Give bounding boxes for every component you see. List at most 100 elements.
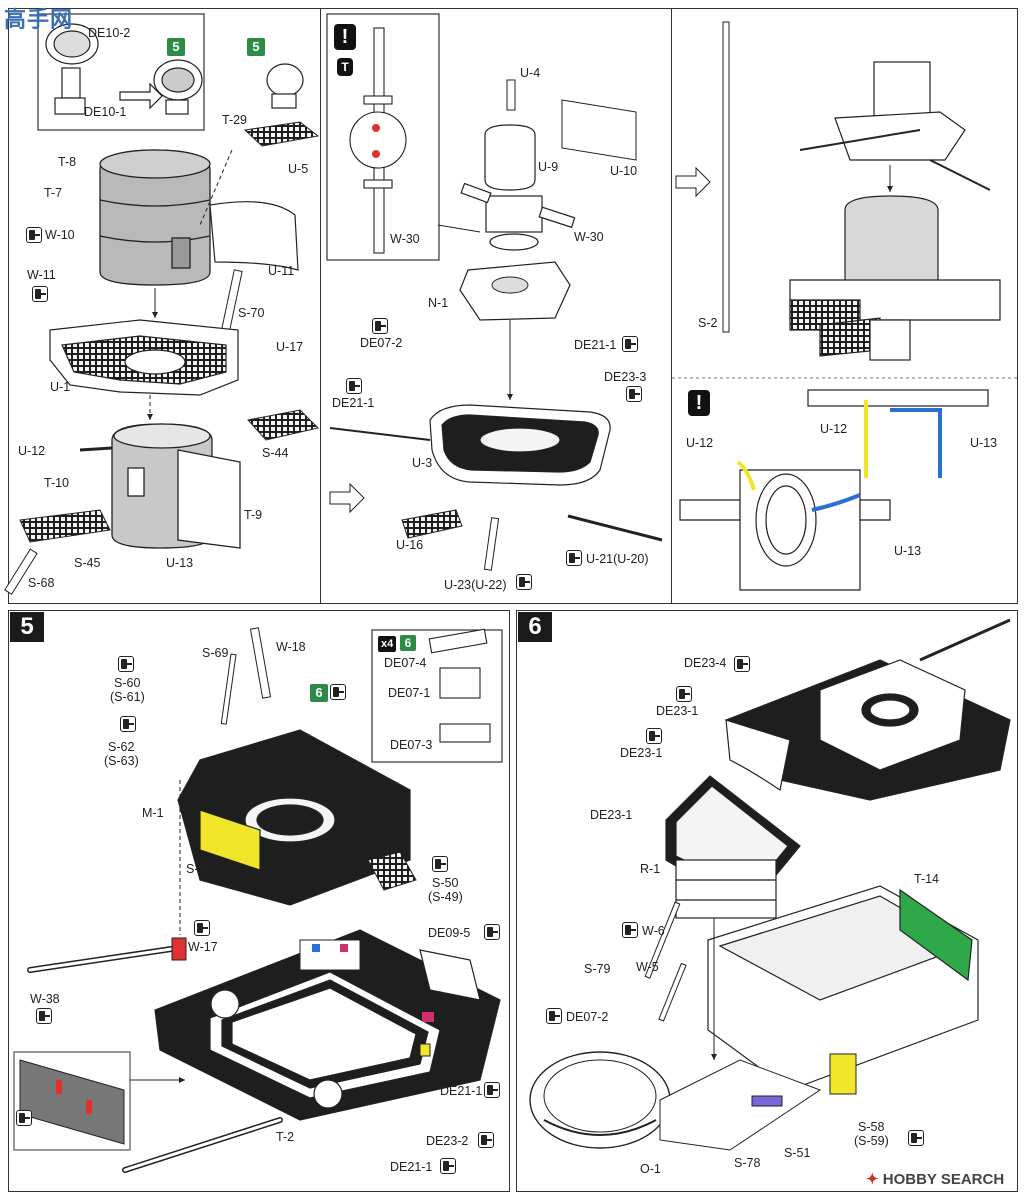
label-t-14: T-14 xyxy=(914,872,940,886)
label-u-3: U-3 xyxy=(412,456,433,470)
label-s-61: (S-61) xyxy=(110,690,145,704)
step-5-number: 5 xyxy=(10,612,44,642)
label-de07-2: DE07-2 xyxy=(360,336,403,350)
pipe-detail xyxy=(679,389,989,591)
label-n-1: N-1 xyxy=(428,296,449,310)
label-de07-2: DE07-2 xyxy=(566,1010,609,1024)
searchlight-top xyxy=(266,63,304,109)
label-u-12-inset: U-12 xyxy=(820,422,848,436)
attach-icon xyxy=(372,318,388,334)
label-u-11: U-11 xyxy=(268,264,295,278)
bridge-r1 xyxy=(665,775,801,919)
attach-icon xyxy=(36,1008,52,1024)
label-t-10: T-10 xyxy=(44,476,70,490)
label-u-10: U-10 xyxy=(610,164,638,178)
label-o-1: O-1 xyxy=(640,1162,661,1176)
label-w-5: W-5 xyxy=(636,960,659,974)
label-de21-1-bottom: DE21-1 xyxy=(390,1160,433,1174)
label-u-16: U-16 xyxy=(396,538,424,552)
label-w-30-inset: W-30 xyxy=(390,232,420,246)
label-s-2: S-2 xyxy=(698,316,718,330)
inset-step-badge: 5 xyxy=(167,38,185,56)
label-s-62: S-62 xyxy=(108,740,135,754)
attach-icon xyxy=(432,856,448,872)
label-w-18: W-18 xyxy=(276,640,306,654)
label-t-29: T-29 xyxy=(222,113,248,127)
label-s-51: S-51 xyxy=(784,1146,811,1160)
label-w-38: W-38 xyxy=(30,992,60,1006)
label-s-58: S-58 xyxy=(858,1120,885,1134)
searchlight-part xyxy=(45,23,99,115)
label-u-1: U-1 xyxy=(50,380,71,394)
attach-icon xyxy=(194,920,210,936)
label-de23-1-c: DE23-1 xyxy=(590,808,633,822)
label-de10-1: DE10-1 xyxy=(84,105,127,119)
mast-detail xyxy=(349,27,407,254)
label-de23-1-b: DE23-1 xyxy=(620,746,663,760)
label-u-5: U-5 xyxy=(288,162,309,176)
label-u-12: U-12 xyxy=(18,444,46,458)
label-s-46: S-46 xyxy=(186,862,213,876)
label-u-13: U-13 xyxy=(166,556,194,570)
label-s-70: S-70 xyxy=(238,306,265,320)
attach-icon xyxy=(440,1158,456,1174)
attach-icon xyxy=(622,336,638,352)
attach-icon xyxy=(484,924,500,940)
label-m-1: M-1 xyxy=(142,806,164,820)
label-t-7: T-7 xyxy=(44,186,63,200)
label-de07-1: DE07-1 xyxy=(388,686,431,700)
attach-icon xyxy=(16,1110,32,1126)
label-de07-4: DE07-4 xyxy=(384,656,427,670)
label-s-68: S-68 xyxy=(28,576,55,590)
attach-icon xyxy=(734,656,750,672)
hull-box xyxy=(707,885,979,1091)
director-w30 xyxy=(460,182,576,251)
tool-icon: T xyxy=(337,58,353,76)
label-de21-1: DE21-1 xyxy=(332,396,375,410)
attach-icon xyxy=(32,286,48,302)
label-s-78: S-78 xyxy=(734,1156,761,1170)
label-w-6: W-6 xyxy=(642,924,665,938)
tower-t7 xyxy=(99,149,211,286)
label-t-8: T-8 xyxy=(58,155,77,169)
attach-icon xyxy=(516,574,532,590)
label-de23-1-a: DE23-1 xyxy=(656,704,699,718)
label-u-12-detail: U-12 xyxy=(686,436,714,450)
attach-icon xyxy=(484,1082,500,1098)
attach-icon xyxy=(566,550,582,566)
tower-t10 xyxy=(111,423,241,549)
label-s-49: (S-49) xyxy=(428,890,463,904)
label-s-60: S-60 xyxy=(114,676,141,690)
label-w-17: W-17 xyxy=(188,940,218,954)
label-t-2: T-2 xyxy=(276,1130,295,1144)
top-logo: 高手网 xyxy=(4,7,74,32)
assembled-tower xyxy=(789,61,1001,361)
label-de10-2: DE10-2 xyxy=(88,26,131,40)
step-ref-badge-6: 6 xyxy=(310,684,328,702)
attach-icon xyxy=(546,1008,562,1024)
attach-icon xyxy=(676,686,692,702)
label-s-59: (S-59) xyxy=(854,1134,889,1148)
attach-icon xyxy=(26,227,42,243)
warning-icon-2: ! xyxy=(688,390,710,416)
quantity-badge: x4 xyxy=(378,636,397,652)
label-w-30: W-30 xyxy=(574,230,604,244)
searchlight-assembled xyxy=(153,59,203,115)
label-de23-3: DE23-3 xyxy=(604,370,647,384)
label-u-13-inset: U-13 xyxy=(970,436,998,450)
label-u-23: U-23(U-22) xyxy=(444,578,507,592)
attach-icon xyxy=(622,922,638,938)
attach-icon xyxy=(330,684,346,700)
label-w-10: W-10 xyxy=(45,228,75,242)
attach-icon xyxy=(346,378,362,394)
step-6-number: 6 xyxy=(518,612,552,642)
label-u-17: U-17 xyxy=(276,340,304,354)
label-de21-1-right: DE21-1 xyxy=(574,338,617,352)
deck-u1 xyxy=(49,319,239,396)
attach-icon xyxy=(478,1132,494,1148)
detail-de07 xyxy=(428,628,491,743)
label-r-1: R-1 xyxy=(640,862,661,876)
label-u-4: U-4 xyxy=(520,66,541,80)
label-de23-2: DE23-2 xyxy=(426,1134,469,1148)
